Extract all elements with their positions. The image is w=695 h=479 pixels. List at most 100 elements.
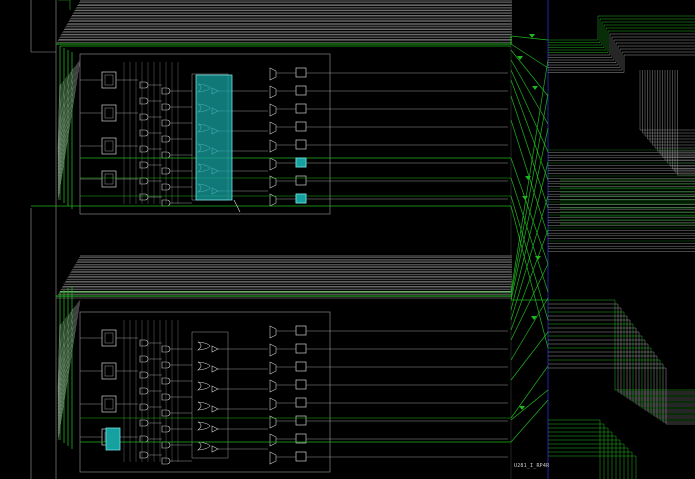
rail-line — [548, 335, 695, 409]
routed-net — [510, 49, 549, 97]
buffer-gate — [211, 385, 219, 393]
block-frame — [79, 311, 331, 473]
mux-gate — [269, 379, 277, 393]
routed-net — [510, 263, 549, 341]
rail-line — [548, 443, 625, 479]
rail-line — [672, 70, 695, 170]
rail-line — [548, 339, 695, 411]
register-cell — [104, 173, 114, 185]
mux-gate — [269, 157, 277, 171]
rail-line — [548, 431, 613, 479]
and-gate — [139, 145, 149, 153]
fan-line — [57, 80, 64, 159]
logic-block-top[interactable] — [79, 53, 508, 215]
fan-line — [57, 308, 73, 423]
selection-highlights[interactable] — [105, 74, 307, 451]
routed-net — [510, 389, 549, 421]
and-gate — [139, 113, 149, 121]
selected-mux-region — [195, 74, 233, 201]
rail-line — [548, 27, 695, 51]
rail-line — [548, 307, 695, 395]
fan-line — [57, 320, 64, 399]
fan-line — [57, 79, 65, 162]
register-cell — [104, 107, 114, 119]
routed-net — [58, 0, 71, 10]
fan-line — [57, 319, 65, 402]
rail-line — [548, 355, 695, 419]
or-gate — [197, 361, 211, 371]
rail-line — [548, 54, 695, 73]
output-cell — [295, 415, 307, 426]
rail-line — [654, 70, 695, 149]
output-cell — [295, 175, 307, 186]
and-gate — [161, 345, 171, 353]
fan-line — [57, 67, 75, 186]
rail-line — [669, 70, 695, 167]
fan-line — [57, 64, 77, 192]
rail-line — [647, 70, 695, 140]
fan-line — [57, 307, 75, 426]
and-gate — [139, 371, 149, 379]
fan-line — [57, 85, 60, 150]
buffer-gate — [211, 445, 219, 453]
routed-net — [510, 69, 549, 153]
rail-line — [548, 15, 695, 41]
net-arrow — [532, 86, 538, 90]
rail-line — [548, 427, 609, 479]
output-cell — [295, 103, 307, 114]
and-gate — [139, 339, 149, 347]
and-gate — [139, 193, 149, 201]
and-gate — [139, 81, 149, 89]
and-gate — [161, 393, 171, 401]
register-cell — [101, 170, 117, 188]
routed-net — [510, 95, 549, 209]
and-gate — [139, 419, 149, 427]
right-routing-rails — [548, 15, 695, 479]
or-gate — [197, 341, 211, 351]
mux-gate — [269, 103, 277, 117]
rail-line — [548, 455, 637, 479]
net-arrow — [529, 34, 535, 38]
mux-gate — [269, 67, 277, 81]
rail-line — [674, 70, 695, 173]
rail-line — [657, 70, 695, 152]
and-gate — [139, 97, 149, 105]
rail-line — [548, 48, 695, 68]
rail-line — [548, 21, 695, 46]
rail-line — [548, 299, 695, 391]
cell-instance-label[interactable]: U281_I_RP4R — [514, 463, 550, 469]
and-gate — [161, 119, 171, 127]
rail-line — [548, 347, 695, 415]
routed-net — [510, 229, 549, 331]
rail-line — [548, 45, 695, 66]
mux-gate — [269, 325, 277, 339]
net-arrow — [531, 316, 537, 320]
and-gate — [161, 409, 171, 417]
and-gate — [139, 177, 149, 185]
buffer-gate — [211, 425, 219, 433]
output-cell — [295, 325, 307, 336]
or-gate — [197, 381, 211, 391]
and-gate — [161, 103, 171, 111]
fan-line — [57, 299, 81, 441]
output-cell — [295, 121, 307, 132]
rail-line — [548, 323, 695, 403]
and-gate — [161, 167, 171, 175]
and-gate — [139, 129, 149, 137]
register-cell — [101, 137, 117, 155]
mux-gate — [269, 139, 277, 153]
rail-line — [644, 70, 695, 137]
output-cell — [295, 361, 307, 372]
routed-net — [510, 161, 549, 311]
rail-line — [548, 24, 695, 48]
logic-block-bottom[interactable] — [79, 311, 508, 473]
and-gate — [139, 161, 149, 169]
net-arrow — [525, 176, 531, 180]
rail-line — [548, 42, 695, 63]
routed-net — [510, 79, 549, 181]
and-gate — [139, 451, 149, 459]
mux-gate — [269, 343, 277, 357]
rail-line — [642, 70, 695, 134]
rail-line — [548, 451, 633, 479]
